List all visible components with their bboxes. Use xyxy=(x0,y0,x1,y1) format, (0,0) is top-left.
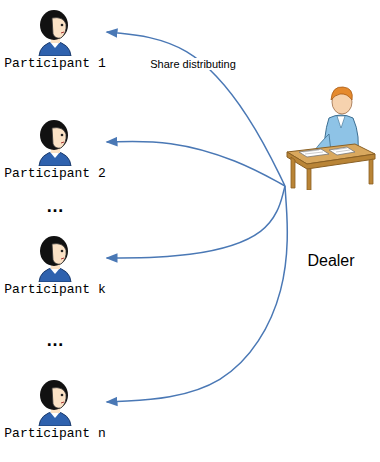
share-arrow xyxy=(107,186,285,258)
ellipsis-label: … xyxy=(46,330,64,351)
participant-node: Participant n xyxy=(4,378,105,442)
participant-node: Participant 1 xyxy=(4,8,105,72)
participant-label: Participant k xyxy=(4,282,105,298)
share-arrow xyxy=(107,141,285,186)
dealer-node: Dealer xyxy=(285,78,377,270)
dealer-label: Dealer xyxy=(307,252,354,270)
person-icon xyxy=(33,118,77,166)
dealer-illustration xyxy=(285,78,377,190)
participant-label: Participant 2 xyxy=(4,166,105,182)
participant-node: Participant k xyxy=(4,234,105,298)
participant-label: Participant 1 xyxy=(4,56,105,72)
share-arrow xyxy=(107,186,288,402)
person-icon xyxy=(33,234,77,282)
edge-label: Share distributing xyxy=(148,58,238,70)
participant-node: Participant 2 xyxy=(4,118,105,182)
share-arrow xyxy=(107,32,285,186)
participant-label: Participant n xyxy=(4,426,105,442)
person-icon xyxy=(33,378,77,426)
ellipsis-label: … xyxy=(46,196,64,217)
person-icon xyxy=(33,8,77,56)
